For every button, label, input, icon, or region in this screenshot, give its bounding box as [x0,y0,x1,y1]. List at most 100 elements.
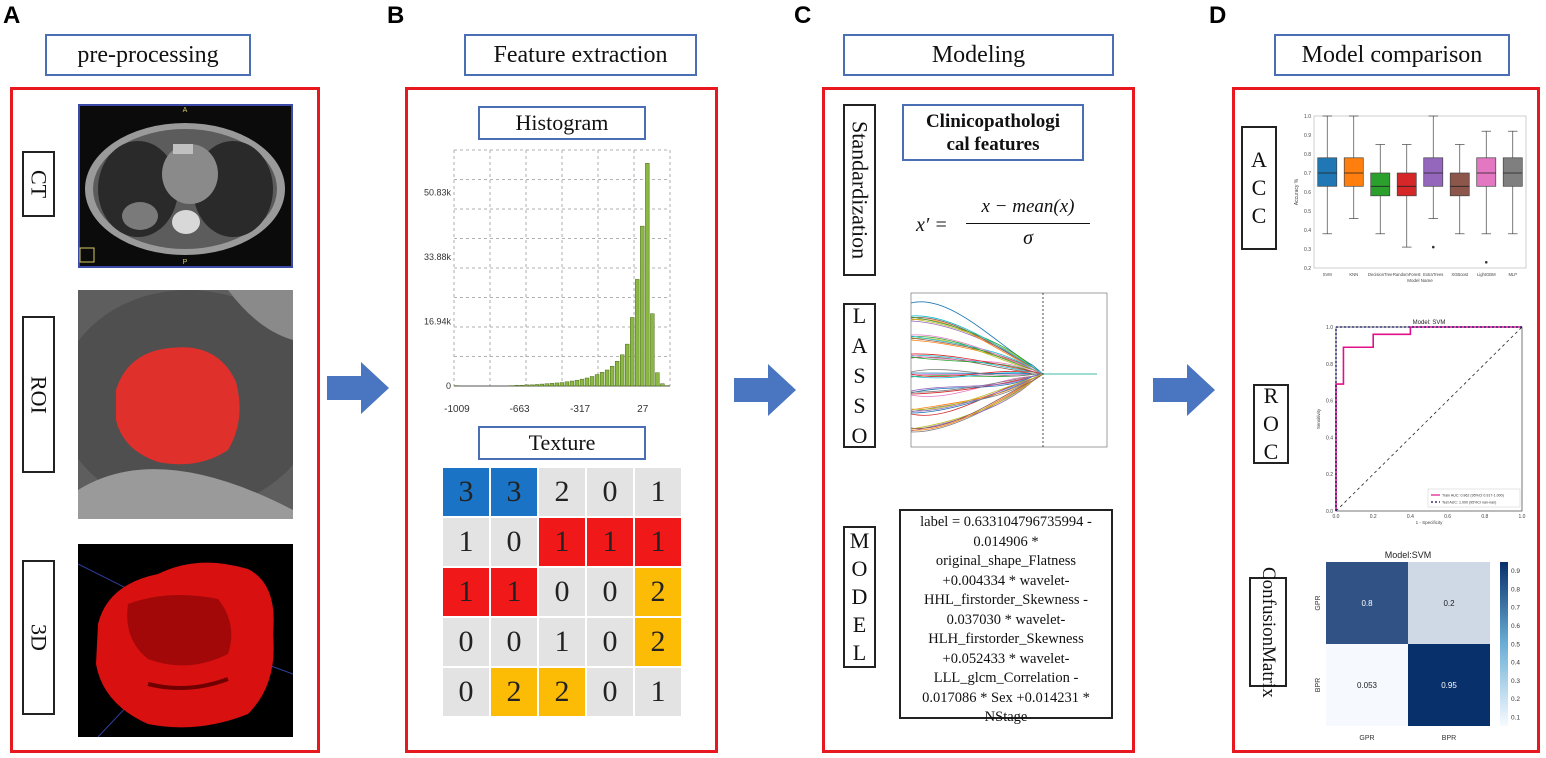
y-tick-label: 0.0 [1326,509,1333,515]
lasso-path [910,353,1097,375]
label-acc: A C C [1241,126,1277,250]
x-tick-label: 1.0 [1519,514,1526,520]
x-axis-label: Model Name [1407,278,1433,283]
ct-scan-image: A P [78,104,293,268]
cm-cell [1408,562,1490,644]
y-tick-label: 0.5 [1304,209,1311,215]
y-axis-label: Accuracy % [1294,178,1300,205]
x-tick-label: SVM [1323,272,1333,277]
histogram-bar [589,376,595,387]
histogram-bar [620,354,625,387]
equation-line: 0.017086 * Sex +0.014231 * [922,689,1090,706]
histogram-bar [539,383,544,387]
x-tick-label: 0.6 [1444,514,1451,520]
diagonal-line [1335,326,1523,512]
svg-text:P: P [183,259,188,266]
box [1502,157,1523,187]
texture-title: Texture [478,426,646,460]
histogram-bar [519,384,524,387]
texture-cell: 2 [635,618,681,666]
label-ct: CT [22,151,55,217]
texture-cell: 1 [491,568,537,616]
box [1396,172,1417,197]
clinicopathological-box: Clinicopathologi cal features [902,104,1084,161]
panel-letter-a: A [3,2,21,29]
colorbar-tick-label: 0.4 [1511,660,1520,667]
arrow-a-to-b [327,362,389,414]
y-tick-label: 0.4 [1304,228,1311,234]
cm-cell-label: 0.8 [1361,599,1373,608]
standardization-formula: x′ = x − mean(x) σ [916,196,1096,256]
cm-row-label: GPR [1315,595,1322,610]
histogram-bar [604,369,610,387]
equation-line: NStage [984,709,1028,725]
texture-cell: 1 [443,568,489,616]
panel-a-title: pre-processing [45,34,251,76]
equation-line: original_shape_Flatness [935,553,1077,569]
cm-title: Model:SVM [1385,550,1432,560]
y-tick-label: 0.8 [1326,362,1333,368]
y-tick-label: 0.4 [1326,435,1333,441]
x-tick-label: 0.8 [1481,514,1488,520]
box [1449,172,1470,197]
histogram-bar [544,383,549,387]
x-tick-label: -663 [510,404,530,415]
x-tick-label: KNN [1349,272,1358,277]
x-tick-label: 27 [637,404,649,415]
texture-cell: 0 [443,668,489,716]
y-tick-label: 1.0 [1304,114,1311,120]
y-tick-label: 0.9 [1304,133,1311,139]
3d-render-image [78,544,293,737]
texture-cell: 0 [587,468,633,516]
colorbar-tick-label: 0.7 [1511,605,1520,612]
texture-cell: 1 [635,468,681,516]
texture-cell: 2 [539,468,585,516]
histogram-bar [524,384,529,387]
legend-label: Train AUC: 0.962 (95%CI 0.917-1.000) [1442,494,1504,498]
y-tick-label: 50.83k [424,188,452,198]
histogram-bar [529,384,534,387]
roc-legend [1427,488,1521,508]
texture-cell: 0 [587,568,633,616]
texture-cell: 0 [491,618,537,666]
histogram-bar [534,384,539,387]
colorbar-tick-label: 0.5 [1511,641,1520,648]
label-roc: R O C [1253,384,1289,464]
histogram-bar [655,372,660,387]
y-tick-label: 0.6 [1304,190,1311,196]
x-tick-label: RandomForest [1393,272,1422,277]
x-tick-label: 0.0 [1333,514,1340,520]
equation-line: LLL_glcm_Correlation - [933,670,1079,686]
cm-row-label: BPR [1315,678,1322,692]
texture-cell: 1 [443,518,489,566]
y-axis-label: Sensitivity [1316,408,1321,429]
panel-d-title: Model comparison [1274,34,1510,76]
lasso-axes [910,292,1108,448]
legend-label: Test AUC: 1.000 (95%CI nan-nan) [1442,501,1496,505]
colorbar-tick-label: 0.2 [1511,696,1520,703]
outlier-point [1484,261,1488,264]
texture-cell: 2 [635,568,681,616]
histogram-bar [579,378,585,387]
x-tick-label: 0.2 [1370,514,1377,520]
box [1423,157,1444,187]
histogram-bar [625,343,630,387]
texture-cell: 0 [587,618,633,666]
texture-cell: 0 [491,518,537,566]
lasso-path [910,373,1097,429]
colorbar-tick-label: 0.3 [1511,678,1520,685]
box [1343,157,1364,187]
cm-cell [1326,562,1408,644]
panel-letter-c: C [794,2,812,29]
texture-cell: 2 [491,668,537,716]
texture-cell: 1 [539,518,585,566]
roi-image [78,290,293,519]
colorbar [1500,562,1508,726]
x-tick-label: XGBoost [1451,272,1469,277]
cm-cell [1326,644,1408,726]
y-tick-label: 16.94k [424,317,452,327]
histogram-bar [609,365,615,387]
